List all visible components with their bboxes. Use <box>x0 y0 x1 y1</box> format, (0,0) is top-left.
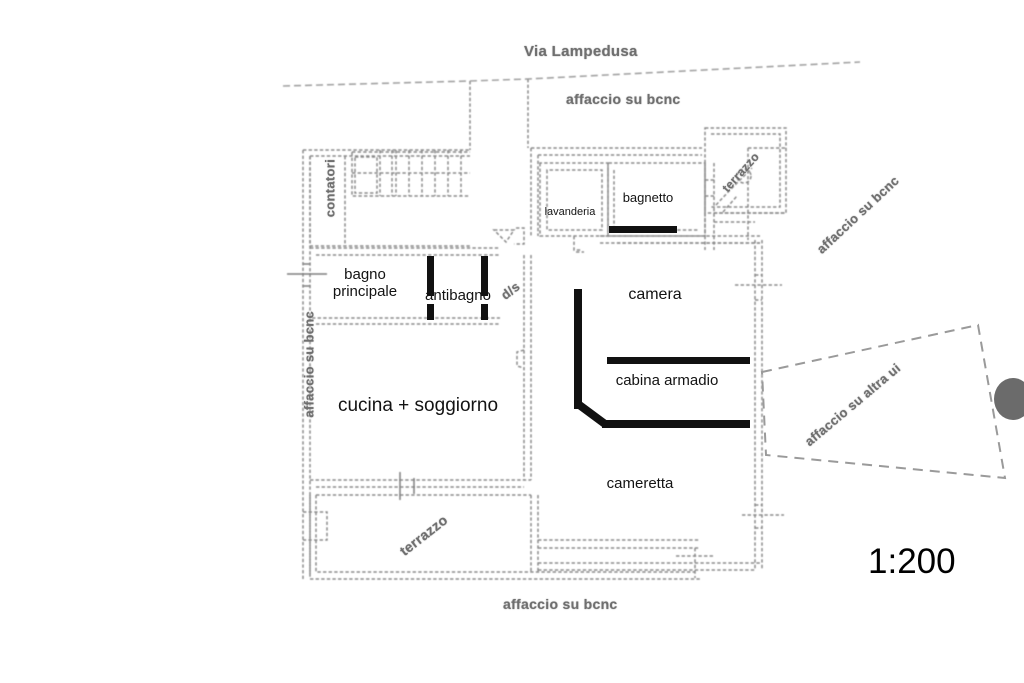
exposure-label-top: affaccio su bcnc <box>566 91 681 107</box>
boundary-dashed-lines <box>282 61 861 87</box>
exposure-label-bottom: affaccio su bcnc <box>503 596 618 612</box>
room-label-contatori: contatori <box>322 158 338 218</box>
room-label-bagno-principale: bagno principale <box>312 266 418 300</box>
room-label-bagno-line1: bagno principale <box>332 266 398 300</box>
room-label-cabina-armadio: cabina armadio <box>615 372 719 389</box>
room-label-camera: camera <box>628 286 682 303</box>
survey-walls <box>302 79 787 580</box>
room-label-lavanderia: lavanderia <box>544 206 596 218</box>
exposure-label-left: affaccio su bcnc <box>301 310 317 418</box>
window-symbols <box>287 263 415 500</box>
right-edge-marker <box>994 378 1024 420</box>
street-name-label: Via Lampedusa <box>524 43 638 60</box>
room-label-cucina-soggiorno: cucina + soggiorno <box>337 395 499 416</box>
sight-line-trapezoid <box>760 323 1007 480</box>
bold-partition-walls <box>427 226 750 428</box>
room-label-antibagno: antibagno <box>425 287 491 304</box>
scale-label: 1:200 <box>868 542 956 581</box>
room-label-cameretta: cameretta <box>606 475 674 492</box>
room-label-bagnetto: bagnetto <box>622 190 674 205</box>
